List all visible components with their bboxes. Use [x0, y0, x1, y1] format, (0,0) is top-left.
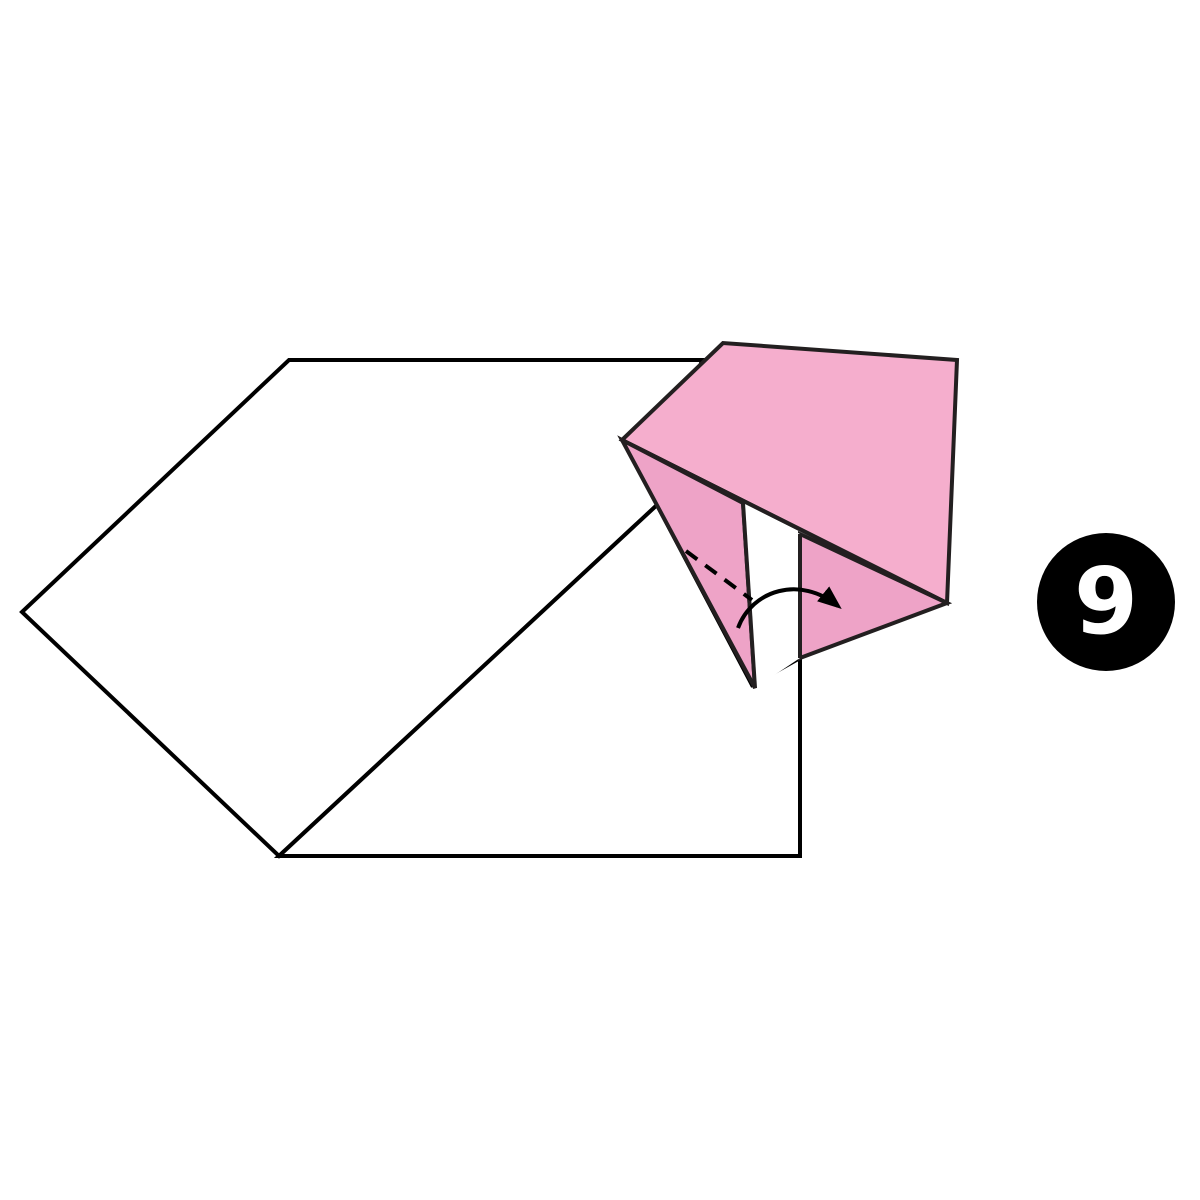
- curved-arrow-icon: [736, 586, 842, 629]
- flap-diagonal-edge: [621, 438, 948, 605]
- step-number: 9: [1073, 548, 1138, 655]
- valley-fold-line: [684, 549, 754, 602]
- step-number-badge: 9: [1037, 533, 1175, 671]
